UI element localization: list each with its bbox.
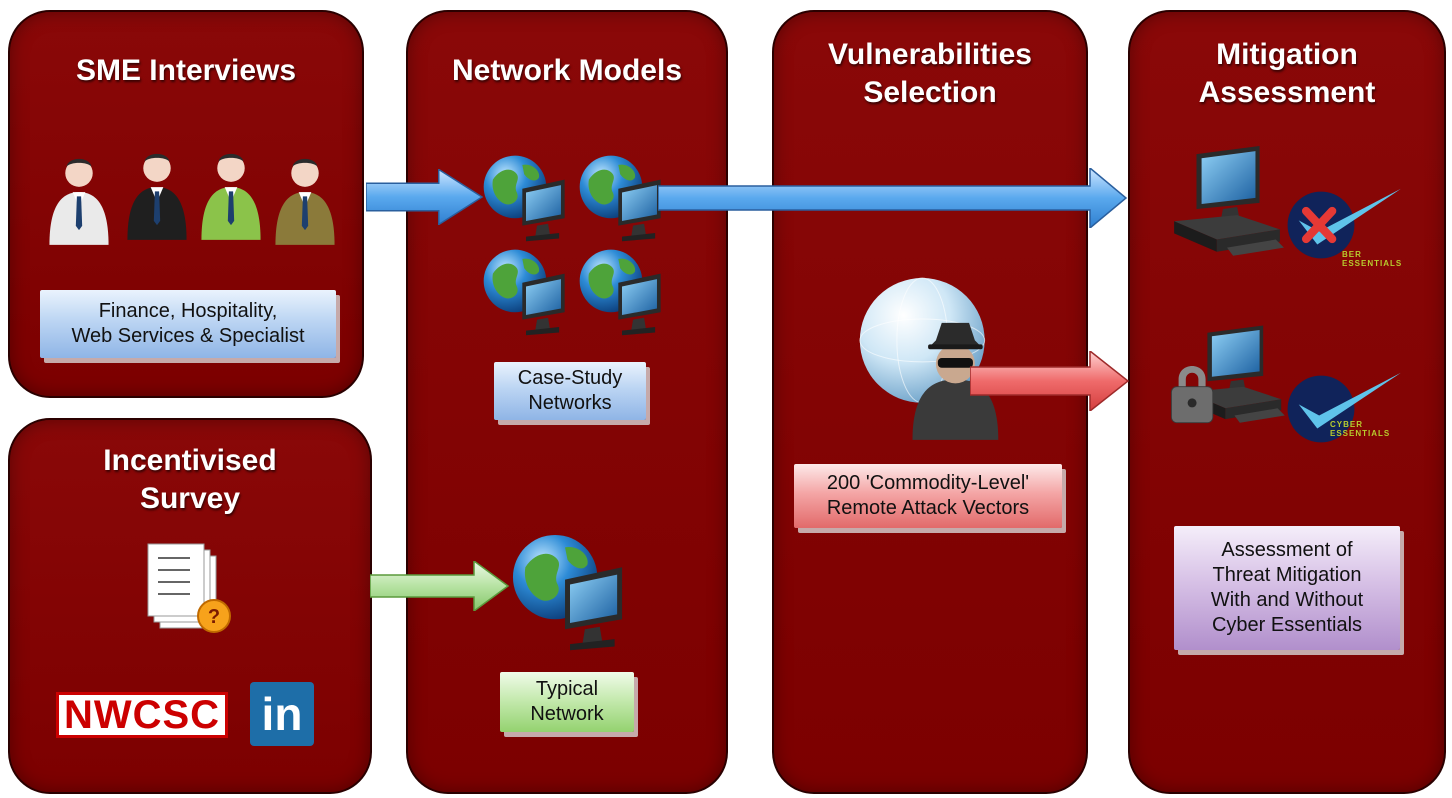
vulnerabilities-selection-panel: Vulnerabilities Selection 200 'Commodity… [772, 10, 1088, 794]
badge-text-approved: CYBER ESSENTIALS [1330, 420, 1391, 438]
globe-computer-icon [576, 152, 668, 244]
typical-network-label: Typical Network [500, 672, 634, 732]
vulnerabilities-selection-title: Vulnerabilities Selection [828, 38, 1032, 109]
cyber-essentials-badge-icon [1282, 364, 1412, 454]
red-arrow-to-mitigation [970, 351, 1130, 411]
blue-arrow-to-mitigation [658, 168, 1128, 228]
green-arrow-to-typical-network [370, 561, 510, 611]
locked-computer-icon [1170, 325, 1285, 424]
sme-sectors-label: Finance, Hospitality, Web Services & Spe… [40, 290, 336, 358]
network-models-title: Network Models [451, 54, 683, 87]
case-study-networks-label: Case-Study Networks [494, 362, 646, 420]
network-models-panel: Network Models Case-Study Networks Typic… [406, 10, 728, 794]
linkedin-logo: in [250, 682, 314, 746]
globe-computer-icon [508, 530, 632, 654]
cyber-essentials-badge-icon [1282, 180, 1412, 270]
svg-text:?: ? [208, 606, 220, 628]
mitigation-assessment-panel: Mitigation Assessment BER ESSENTIALS CYB… [1128, 10, 1446, 794]
sme-interviews-title: SME Interviews [75, 54, 297, 87]
globe-computer-icon [480, 246, 572, 338]
globe-computer-icon [576, 246, 668, 338]
hacker-icon [859, 277, 999, 440]
threat-mitigation-label: Assessment of Threat Mitigation With and… [1174, 526, 1400, 650]
sme-interviews-panel: SME Interviews Finance, Hospitality, Web… [8, 10, 364, 398]
blue-arrow-to-network [366, 169, 484, 225]
incentivised-survey-title: Incentivised Survey [103, 444, 277, 515]
survey-documents-icon: ? [147, 543, 231, 633]
attack-vectors-label: 200 'Commodity-Level' Remote Attack Vect… [794, 464, 1062, 528]
globe-computer-icon [480, 152, 572, 244]
badge-text-crossed: BER ESSENTIALS [1342, 250, 1403, 268]
desktop-computer-icon [1166, 146, 1288, 268]
incentivised-survey-panel: Incentivised Survey ? NWCSC in [8, 418, 372, 794]
business-people-icon [49, 153, 335, 245]
nwcsc-logo: NWCSC [56, 692, 228, 738]
mitigation-assessment-title: Mitigation Assessment [1198, 38, 1376, 109]
